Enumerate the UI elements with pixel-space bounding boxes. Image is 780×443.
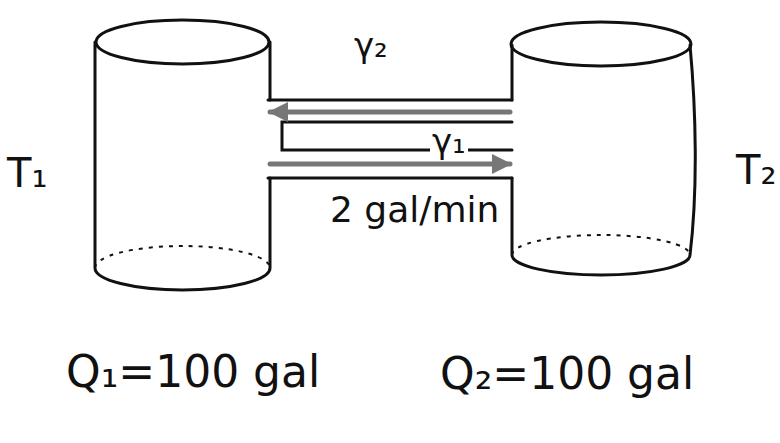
tank: T₂ [510,20,692,275]
tank-name: T₂ [736,150,776,190]
tank-top [96,20,269,64]
tank-back [512,235,690,255]
tank-outline [510,20,692,275]
flow-label: γ₂ [352,28,390,62]
tank-back [95,246,270,268]
tank-name: T₁ [7,153,47,193]
tank-outline [95,18,270,293]
tank: T₁ [95,18,270,293]
volume-label: Q₁=100 gal [66,350,320,394]
flow-rate: 2 gal/min [330,192,499,228]
flow-label: γ₁ [430,124,468,158]
tank-wall [512,45,695,275]
volume-label: Q₂=100 gal [440,352,694,396]
flow-arrow [270,162,510,167]
flow-arrow [270,110,510,115]
tank-top [511,22,691,66]
tank-wall [95,42,270,290]
